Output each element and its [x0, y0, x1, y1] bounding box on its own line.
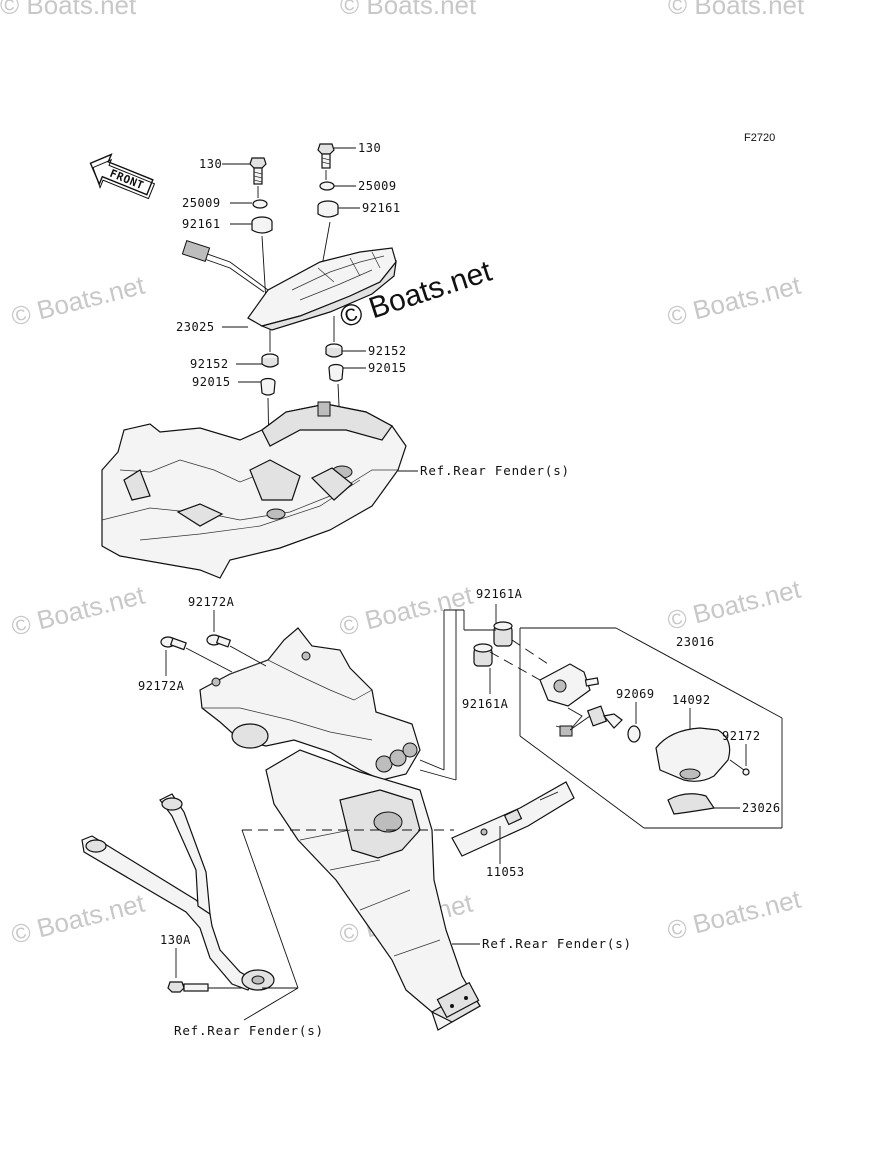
label-92161A-top: 92161A [476, 587, 523, 601]
label-14092: 14092 [672, 693, 711, 707]
grommet-92161A-upper [493, 621, 513, 647]
grommet-92161A-lower [473, 643, 493, 667]
label-92069: 92069 [616, 687, 655, 701]
label-92152-right: 92152 [368, 344, 407, 358]
grommet-92161-right [317, 200, 339, 218]
label-25009-right: 25009 [358, 179, 397, 193]
label-25009-left: 25009 [182, 196, 221, 210]
label-23016: 23016 [676, 635, 715, 649]
label-23025: 23025 [176, 320, 215, 334]
license-plate-bracket [199, 627, 481, 1031]
label-11053: 11053 [486, 865, 525, 879]
tail-lamp-23025 [181, 240, 397, 331]
label-92015-left: 92015 [192, 375, 231, 389]
figure-code: F2720 [744, 132, 775, 144]
bolts-92172A [160, 634, 267, 673]
grommet-92161-left [251, 216, 273, 234]
bolt-130A [167, 981, 242, 993]
label-ref-rear-fender-low: Ref.Rear Fender(s) [174, 1023, 324, 1038]
grab-rail [81, 793, 275, 991]
bulb-92069 [627, 725, 641, 743]
label-92161-right: 92161 [362, 201, 401, 215]
label-130-left: 130 [199, 157, 222, 171]
label-23026: 23026 [742, 801, 781, 815]
watermark-text: © Boats.net [668, 0, 805, 20]
label-92172A-top: 92172A [188, 595, 235, 609]
label-92161A-bottom: 92161A [462, 697, 509, 711]
license-lamp-23016 [473, 621, 750, 815]
watermark-text: © Boats.net [336, 580, 476, 642]
watermark-text: © Boats.net [8, 888, 148, 950]
washer-25009-right [319, 181, 335, 191]
label-92015-right: 92015 [368, 361, 407, 375]
watermark-text: © Boats.net [340, 0, 477, 20]
bolt-130-left [249, 157, 267, 185]
washer-25009-left [252, 199, 268, 209]
watermark-text: © Boats.net [664, 884, 804, 946]
gasket-23026 [667, 793, 716, 815]
leader-lines-lower [165, 147, 783, 1021]
bushing-92015-left [260, 377, 276, 396]
upper-fasteners [249, 143, 344, 511]
plate-bracket-11053 [451, 781, 575, 857]
watermark-text: © Boats.net [664, 574, 804, 636]
collar-92152-left [261, 353, 279, 368]
watermark-text: © Boats.net [8, 270, 148, 332]
lens-14092 [655, 727, 731, 782]
label-92172A-bottom: 92172A [138, 679, 185, 693]
label-ref-rear-fender-upper: Ref.Rear Fender(s) [420, 463, 570, 478]
callout-labels: 130 130 25009 25009 92161 92161 23025 92… [138, 141, 781, 1038]
collar-92152-right [325, 343, 343, 358]
bushing-92015-right [328, 363, 344, 382]
bolt-130-right [317, 143, 335, 169]
label-92172: 92172 [722, 729, 761, 743]
label-130A: 130A [160, 933, 191, 947]
watermark-text: © Boats.net [8, 580, 148, 642]
label-ref-rear-fender-mid: Ref.Rear Fender(s) [482, 936, 632, 951]
label-130-right: 130 [358, 141, 381, 155]
watermark-text: © Boats.net [664, 270, 804, 332]
rear-fender-upper [101, 401, 418, 579]
label-92161-left: 92161 [182, 217, 221, 231]
front-direction-arrow: FRONT [89, 153, 156, 200]
watermark-text: © Boats.net [0, 0, 137, 20]
label-92152-left: 92152 [190, 357, 229, 371]
